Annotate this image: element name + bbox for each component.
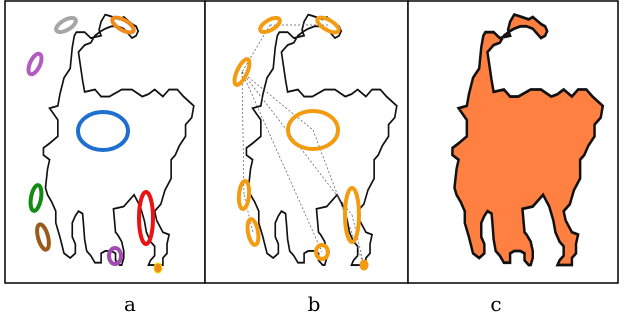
region-right-foot xyxy=(154,263,162,273)
panel-label-b: b xyxy=(294,292,334,316)
panel-label-a: a xyxy=(110,292,150,316)
panel-label-c: c xyxy=(476,292,516,316)
graph-node-filled xyxy=(360,260,368,270)
